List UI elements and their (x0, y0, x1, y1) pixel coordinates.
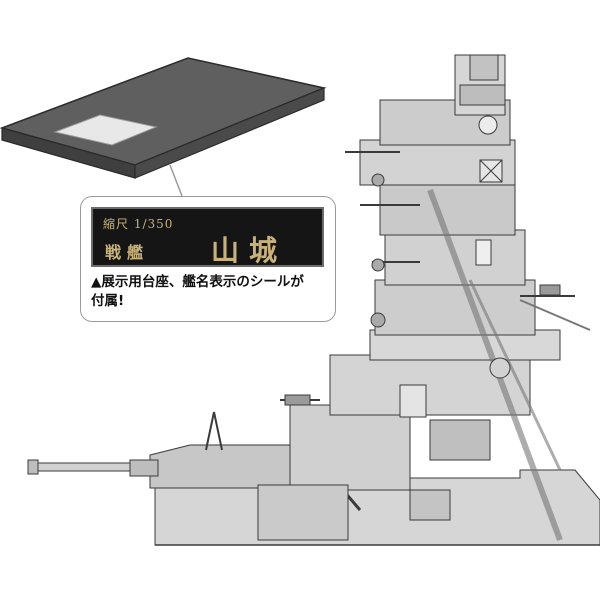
nameplate-sticker: 縮尺 1/350 戦艦 山城 (91, 207, 324, 267)
display-base (0, 57, 327, 197)
caption-note: ▲展示用台座、艦名表示のシールが 付属! (91, 273, 327, 311)
caption-line-2: 付属! (91, 293, 125, 309)
plate-scale-text: 縮尺 1/350 (103, 217, 174, 231)
plate-name-text: 山城 (211, 234, 288, 267)
ship-superstructure (27, 54, 600, 546)
plate-type-text: 戦艦 (105, 243, 150, 262)
callout-box: 縮尺 1/350 戦艦 山城 ▲展示用台座、艦名表示のシールが 付属! (80, 196, 336, 322)
caption-line-1: ▲展示用台座、艦名表示のシールが (91, 274, 304, 290)
